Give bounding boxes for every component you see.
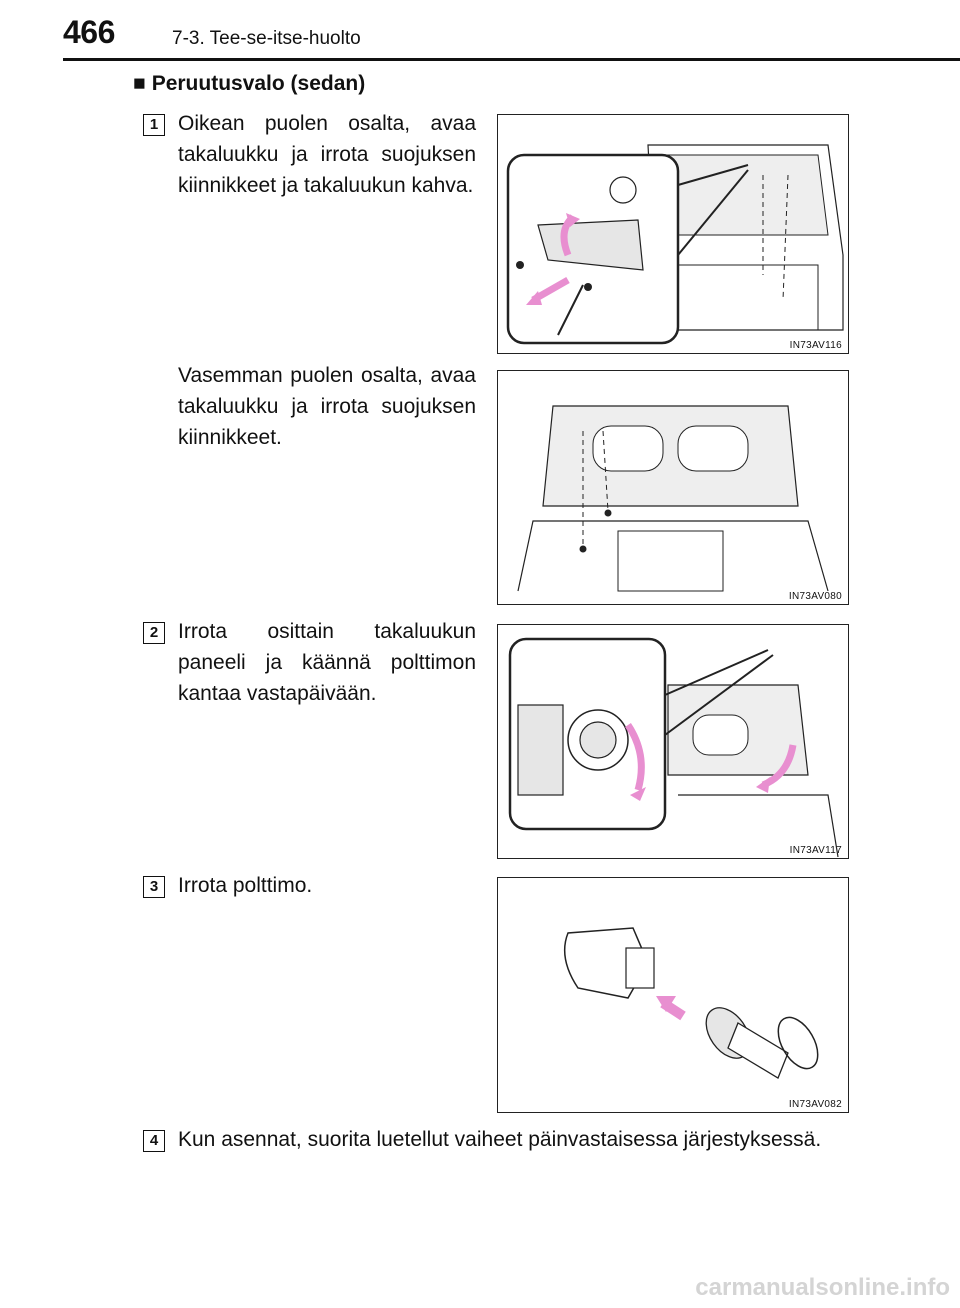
section-heading: ■Peruutusvalo (sedan) (133, 72, 365, 96)
figure-3: IN73AV117 (497, 624, 849, 859)
step-badge-2: 2 (143, 622, 165, 644)
figure-4-code: IN73AV082 (788, 1099, 842, 1110)
figure-1: IN73AV116 (497, 114, 849, 354)
page-number: 466 (63, 14, 115, 50)
step-4-text: Kun asennat, suorita luetellut vaiheet p… (178, 1128, 822, 1151)
figure-4: IN73AV082 (497, 877, 849, 1113)
figure-3-illustration (508, 637, 839, 857)
figure-2-code: IN73AV080 (788, 591, 842, 602)
chapter-title: 7-3. Tee-se-itse-huolto (172, 28, 361, 49)
step-3-text: Irrota polttimo. (178, 874, 313, 897)
step-2-text: Irrota osittain takaluukun paneeli ja kä… (178, 620, 476, 705)
watermark: carmanualsonline.info (695, 1274, 950, 1301)
figure-1-illustration (506, 144, 844, 345)
figure-2-illustration (517, 405, 829, 592)
header-rule (63, 58, 960, 61)
figure-4-illustration (563, 927, 819, 1079)
figure-3-code: IN73AV117 (789, 845, 842, 856)
step-badge-4: 4 (143, 1130, 165, 1152)
step-1-text-right: Oikean puolen osalta, avaa takaluukku ja… (178, 112, 476, 197)
section-title: Peruutusvalo (sedan) (151, 72, 366, 95)
step-badge-3: 3 (143, 876, 165, 898)
figure-1-code: IN73AV116 (789, 340, 842, 351)
step-badge-1: 1 (143, 114, 165, 136)
section-bullet: ■ (133, 72, 146, 95)
figure-2: IN73AV080 (497, 370, 849, 605)
step-1-text-left: Vasemman puolen osalta, avaa takaluukku … (178, 364, 476, 449)
